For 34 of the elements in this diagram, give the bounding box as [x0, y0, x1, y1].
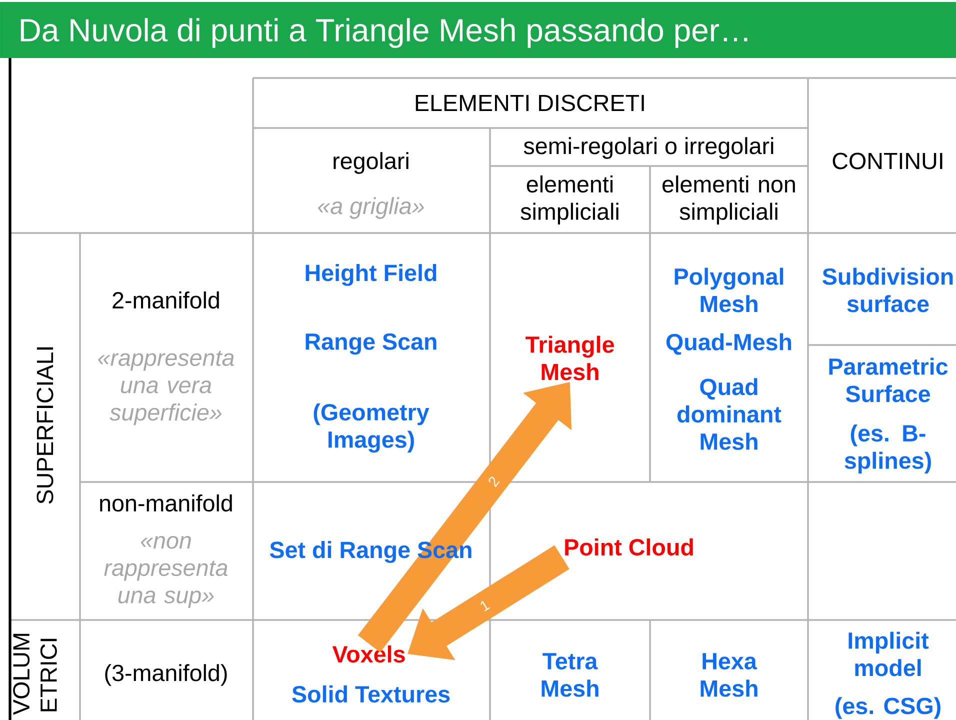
- term: (es. B-splines): [844, 424, 931, 474]
- term: Parametric Surface: [829, 358, 948, 402]
- term: Hexa Mesh: [700, 653, 758, 697]
- term: Solid Textures: [292, 685, 450, 703]
- row-heading: VOLUM ETRICI: [13, 634, 57, 715]
- column-heading: elementi simpliciali: [520, 175, 618, 225]
- column-heading: elementi non simpliciali: [662, 175, 795, 225]
- term: Tetra Mesh: [542, 653, 598, 697]
- term: Voxels: [332, 645, 405, 663]
- column-heading: semi-regolari o irregolari: [524, 137, 774, 159]
- column-heading: CONTINUI: [832, 152, 942, 170]
- term: Height Field: [306, 264, 436, 286]
- row-heading: 2-manifold: [112, 291, 219, 309]
- term: Subdivision surface: [822, 268, 953, 312]
- note: «a griglia»: [318, 197, 424, 219]
- term: Implicit model: [848, 632, 929, 676]
- column-heading: ELEMENTI DISCRETI: [416, 94, 644, 112]
- edge-label: 1: [480, 600, 490, 612]
- term: Polygonal Mesh: [674, 268, 784, 312]
- term: Range Scan: [306, 333, 436, 355]
- term: Triangle Mesh: [526, 336, 614, 380]
- term: (Geometry Images): [314, 403, 430, 453]
- title-bar: Da Nuvola di punti a Triangle Mesh passando per…: [0, 2, 956, 58]
- note: «non rappresenta una sup»: [104, 536, 228, 608]
- edge-label: 2: [488, 476, 500, 488]
- term: (es. CSG): [836, 697, 940, 719]
- row-heading: SUPERFICIALI: [36, 347, 54, 504]
- term: Quad-Mesh: [666, 333, 792, 355]
- row-heading: (3-manifold): [105, 664, 227, 686]
- column-heading: regolari: [334, 152, 408, 174]
- term: Quad dominant Mesh: [677, 378, 782, 450]
- term: Point Cloud: [565, 538, 693, 556]
- row-heading: non-manifold: [100, 494, 232, 512]
- note: «rappresenta una vera superficie»: [98, 350, 234, 426]
